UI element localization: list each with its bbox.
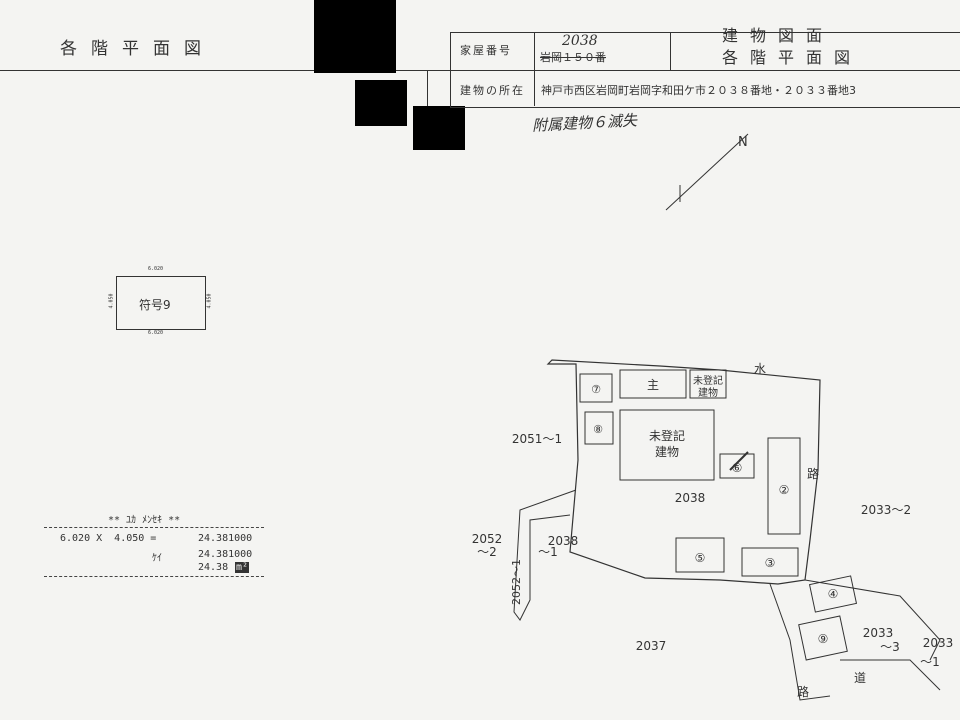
- area-line2-right: 24.381000: [198, 549, 253, 560]
- lot-sw1-label: 2052: [472, 532, 503, 546]
- lot-2038-boundary: [546, 359, 821, 585]
- unreg-small-1: 未登記: [693, 374, 723, 387]
- area-rule: [44, 576, 264, 577]
- building-2-label: ②: [779, 483, 790, 497]
- lot-2033-3b-label: ～3: [880, 640, 900, 654]
- building-9-label: ⑨: [818, 632, 829, 646]
- header-divider: [427, 70, 428, 106]
- building-5: [675, 537, 725, 573]
- area-line2-left: ｹｲ: [152, 553, 162, 564]
- lot-2033-2-label: 2033～2: [861, 503, 911, 517]
- lot-2033-1b-label: ～1: [920, 655, 940, 669]
- lot-2033-3-boundary: [769, 583, 831, 701]
- left-title: 各階平面図: [60, 39, 215, 59]
- building-main: [619, 369, 687, 399]
- area-line1-left: 6.020 X 4.050 =: [60, 533, 157, 544]
- road-label-1: 路: [807, 466, 819, 481]
- lot-2033-2-boundary: [804, 579, 941, 661]
- unreg-small-2: 建物: [698, 386, 718, 399]
- header-info-box: [450, 32, 960, 108]
- building-8-label: ⑧: [593, 423, 603, 436]
- lot-sw2-label: 2052～1: [510, 559, 523, 605]
- lot-2037-label: 2037: [636, 639, 667, 653]
- floorplan-rect: [116, 276, 206, 330]
- header-rule: [396, 70, 960, 71]
- area-heading: ** ﾕｶ ﾒﾝｾｷ **: [108, 515, 181, 526]
- dim-bottom: 6.020: [148, 330, 164, 336]
- lot-main-label: 2038: [675, 491, 706, 505]
- building-7: [579, 373, 613, 403]
- location-label: 建物の所在: [460, 84, 525, 97]
- lot-west-label: 2051～1: [512, 432, 562, 446]
- area-rule: [44, 527, 264, 528]
- right-title-2: 各階平面図: [722, 48, 863, 67]
- building-2: [767, 437, 801, 535]
- north-label: N: [738, 135, 748, 150]
- header-divider: [670, 32, 671, 70]
- north-arrow-line: [665, 133, 749, 211]
- building-8: [584, 411, 614, 445]
- house-number-label: 家屋番号: [460, 44, 512, 57]
- building-4-label: ④: [828, 587, 839, 601]
- header-rule: [0, 70, 314, 71]
- lot-2052-boundary: [513, 489, 577, 621]
- building-5-label: ⑤: [695, 551, 706, 565]
- building-3: [741, 547, 799, 577]
- area-unit: m²: [235, 562, 250, 573]
- building-7-label: ⑦: [591, 383, 601, 396]
- building-3-label: ③: [765, 556, 776, 570]
- building-6: [719, 453, 755, 479]
- right-title-1: 建物図面: [722, 26, 835, 45]
- building-unregistered-small: [689, 369, 727, 399]
- redaction-block: [413, 106, 465, 150]
- floorplan-label: 符号9: [139, 298, 171, 312]
- unreg-big-1: 未登記: [649, 428, 685, 443]
- redaction-block: [355, 80, 407, 126]
- lot-2033-3a-label: 2033: [863, 626, 894, 640]
- road-label-2: 道: [854, 671, 866, 685]
- unreg-big-2: 建物: [655, 445, 679, 459]
- building-6-strike: [729, 451, 749, 471]
- header-divider: [534, 32, 535, 106]
- lot-2033-1a-label: 2033: [923, 636, 954, 650]
- building-6-label: ⑥: [732, 461, 743, 475]
- lot-sw1b-label: ～2: [477, 545, 497, 559]
- redaction-block: [314, 0, 396, 73]
- water-label: 水: [754, 362, 766, 376]
- lot-2038-1a-label: 2038: [548, 534, 579, 548]
- building-9: [798, 615, 848, 661]
- location-value: 神戸市西区岩岡町岩岡字和田ケ市２０３８番地・２０３３番地3: [541, 84, 856, 97]
- building-unregistered-large: [619, 409, 715, 481]
- road-line: [840, 659, 941, 691]
- road-label-3: 路: [797, 684, 809, 699]
- area-line1-right: 24.381000: [198, 533, 253, 544]
- building-4: [808, 575, 858, 613]
- dim-top: 6.020: [148, 266, 164, 272]
- house-number-handwritten: 2038: [562, 33, 598, 49]
- main-label: 主: [647, 378, 659, 392]
- area-line3-value: 24.38: [198, 562, 229, 573]
- lot-2038-1b-label: ～1: [538, 545, 558, 559]
- house-number-struck: 岩岡１５０番: [540, 51, 606, 64]
